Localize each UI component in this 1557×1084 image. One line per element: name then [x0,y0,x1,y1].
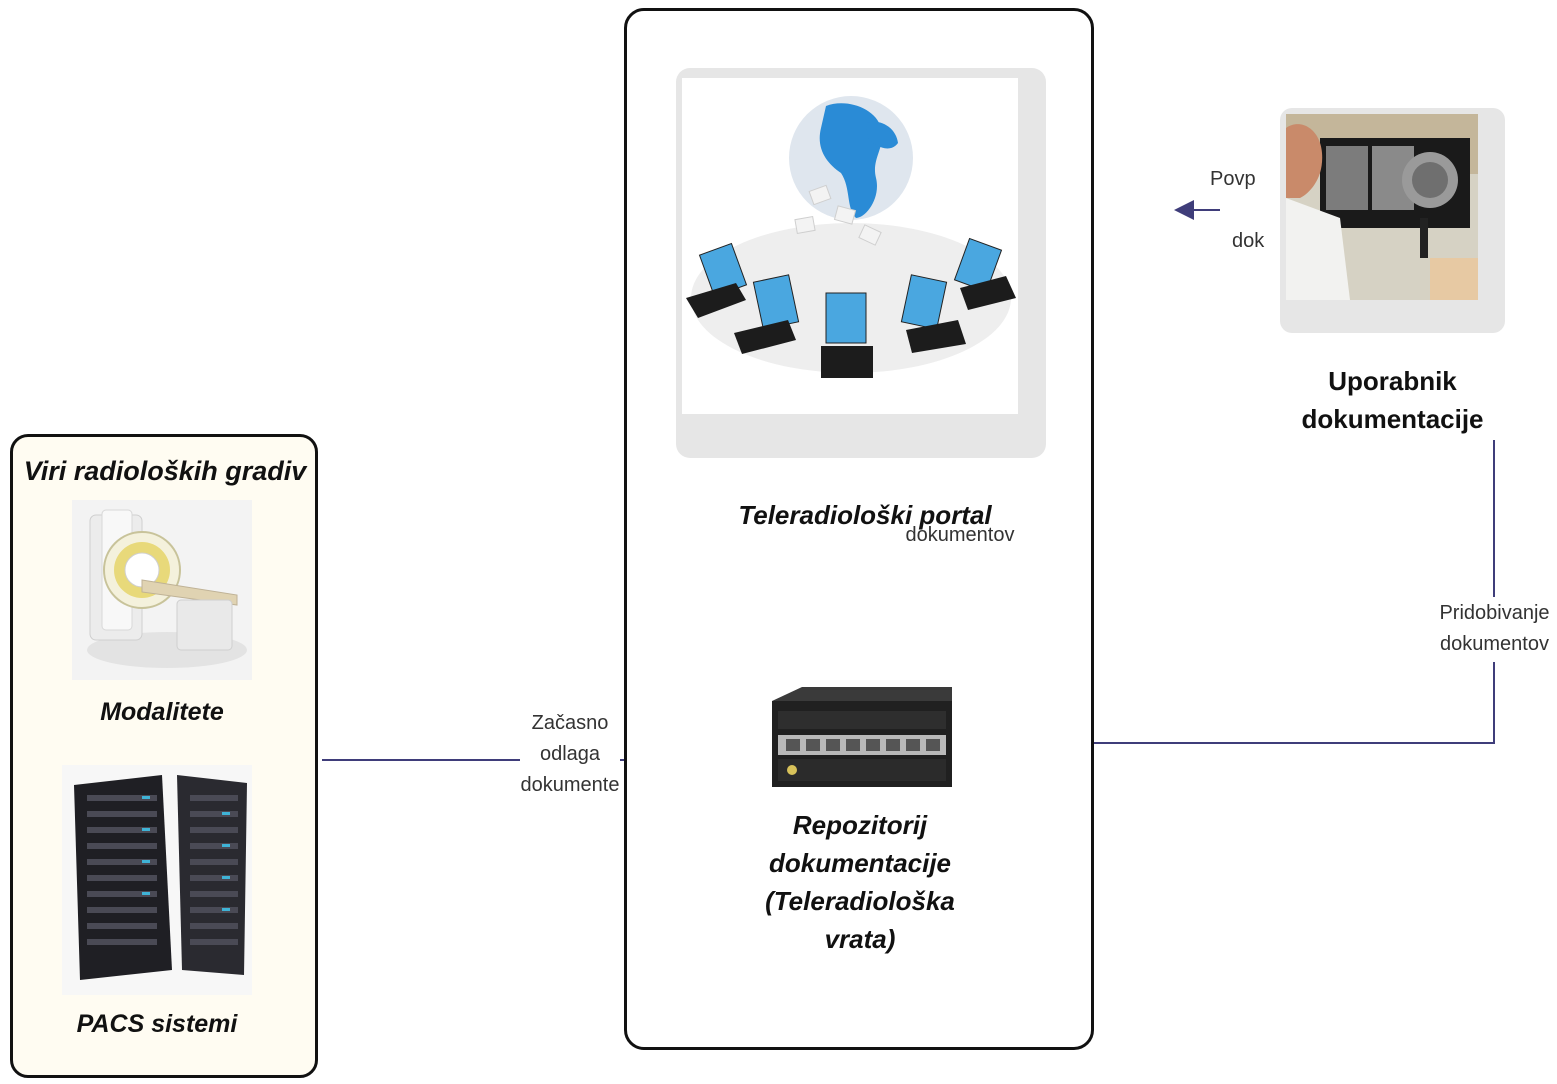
store-flow-line-2: odlaga [539,743,601,765]
user-partial-text-1: Povp [1210,168,1256,190]
sources-title: Viri radioloških gradiv [23,456,307,486]
portal-title: Teleradiološki portal [738,500,992,530]
store-flow-label: Začasno odlaga dokumente [510,708,630,801]
pacs-servers-image [62,765,252,995]
portal-globe-image [676,68,1046,458]
pacs-label: PACS sistemi [76,1010,238,1038]
ct-scanner-image [72,500,252,680]
user-radiologist-image [1280,108,1505,333]
modality-label: Modalitete [100,698,224,726]
retrieve-flow-line-2: dokumentov [1440,633,1549,655]
repository-line-1: Repozitorij [792,810,928,840]
user-title-line-1: Uporabnik [1328,366,1457,396]
repository-line-4: vrata) [824,924,896,954]
repository-line-2: dokumentacije [768,848,952,878]
repository-line-3: (Teleradiološka [765,886,955,916]
retrieve-flow-line-1: Pridobivanje [1439,602,1550,624]
store-flow-line-1: Začasno [531,712,609,734]
user-title-line-2: dokumentacije [1301,404,1484,434]
user-partial-text-2: dok [1232,230,1265,252]
retrieve-connector-line-2 [1060,662,1495,753]
repository-server-image [772,687,952,787]
store-flow-line-3: dokumente [520,774,620,796]
retrieve-flow-label: Pridobivanje dokumentov [1432,598,1557,660]
portal-overlap-text: dokumentov [905,524,1015,546]
